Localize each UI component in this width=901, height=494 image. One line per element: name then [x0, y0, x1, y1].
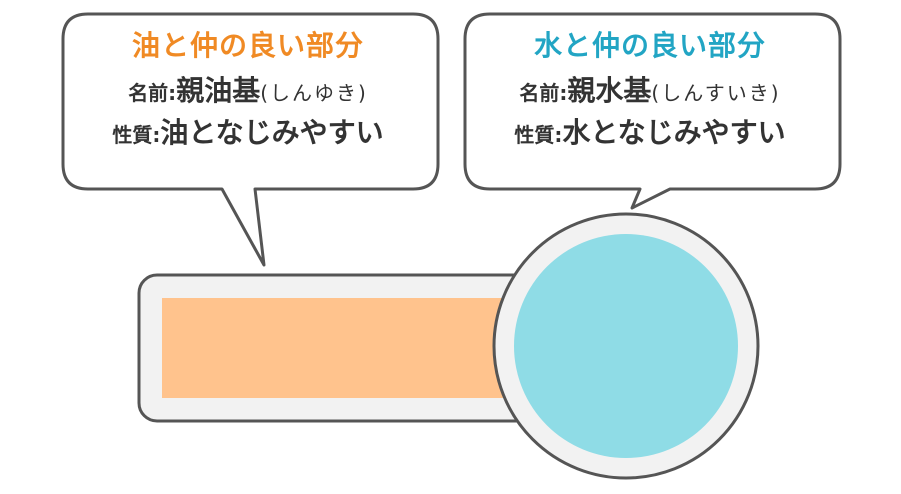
water-name-reading: (しんすいき) [651, 81, 781, 105]
tail-fill [162, 298, 542, 398]
oil-property-label: 性質: [112, 123, 161, 147]
water-bubble-content: 水と仲の良い部分 名前:親水基(しんすいき) 性質:水となじみやすい [462, 28, 838, 156]
water-property-label: 性質: [514, 123, 563, 147]
oil-speech-bubble [61, 12, 440, 267]
hydrophilic-head [492, 212, 760, 480]
oil-bubble-content: 油と仲の良い部分 名前:親油基(しんゆき) 性質:油となじみやすい [60, 28, 436, 156]
oil-name-value: 親油基 [176, 74, 261, 107]
water-property-line: 性質:水となじみやすい [462, 114, 838, 156]
hydrophobic-tail [137, 273, 542, 423]
head-fill [514, 234, 738, 458]
oil-property-line: 性質:油となじみやすい [60, 114, 436, 156]
oil-property-value: 油となじみやすい [160, 116, 384, 149]
water-name-label: 名前: [519, 81, 568, 105]
water-name-line: 名前:親水基(しんすいき) [462, 72, 838, 114]
oil-bubble-title: 油と仲の良い部分 [131, 29, 364, 62]
water-name-value: 親水基 [567, 74, 652, 107]
oil-name-reading: (しんゆき) [260, 81, 368, 105]
oil-name-line: 名前:親油基(しんゆき) [60, 72, 436, 114]
oil-name-label: 名前: [128, 81, 177, 105]
water-bubble-title: 水と仲の良い部分 [533, 29, 766, 62]
water-property-value: 水となじみやすい [562, 116, 786, 149]
water-speech-bubble [463, 12, 842, 210]
